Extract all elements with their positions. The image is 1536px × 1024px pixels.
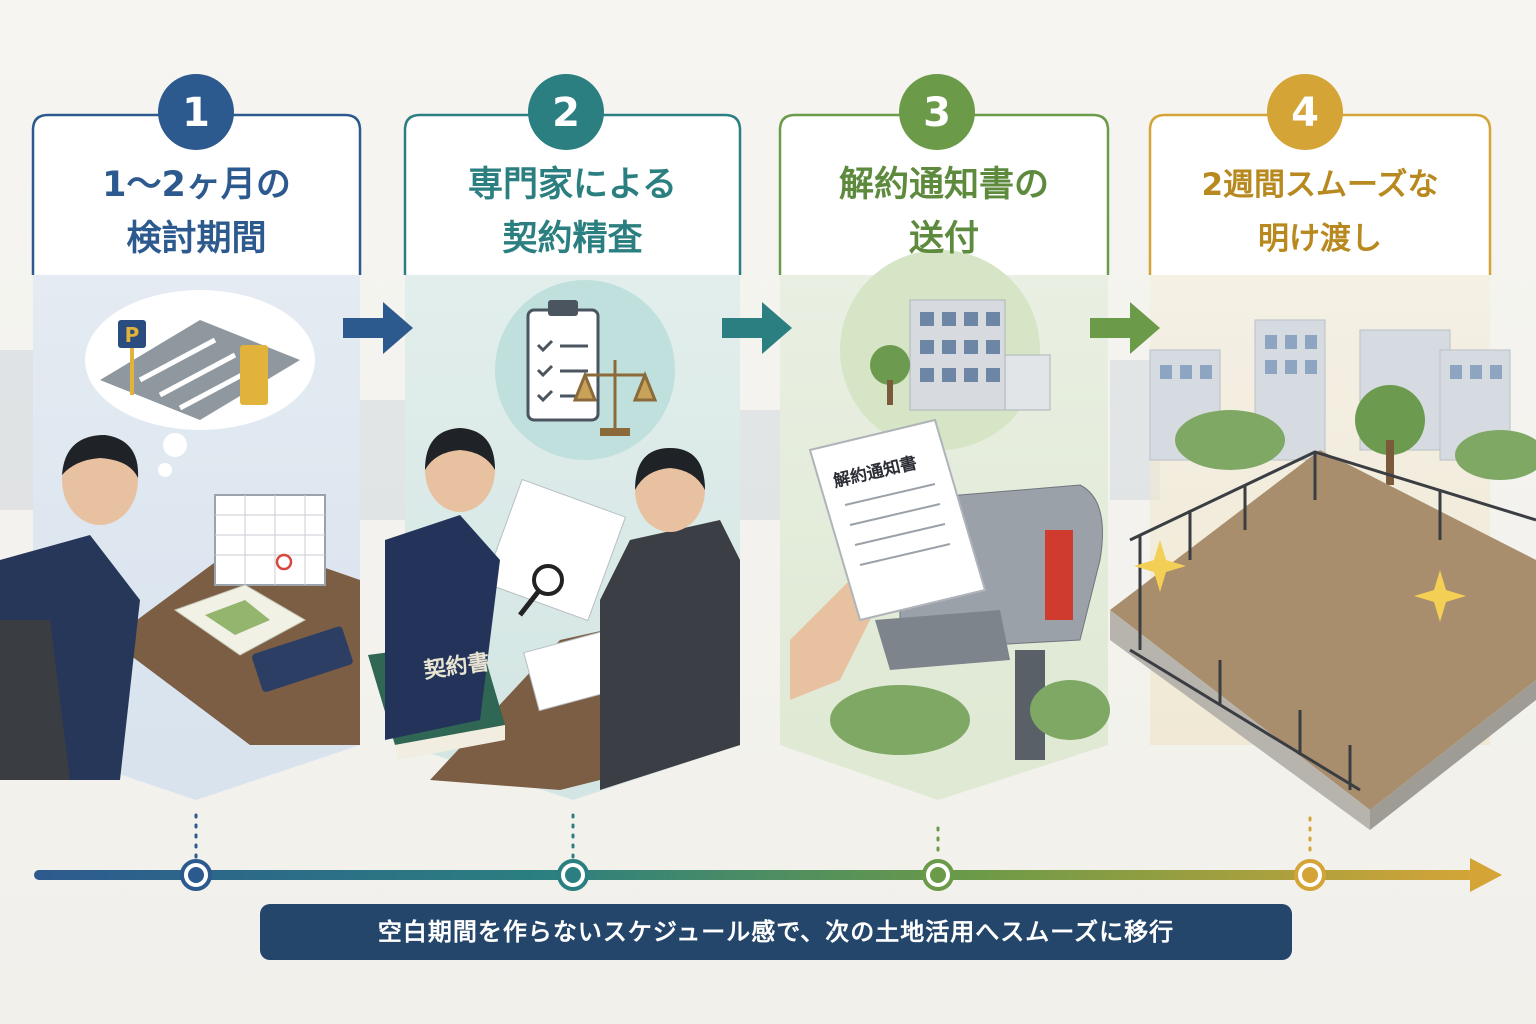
step-1-panel [0, 113, 362, 800]
step-arrows [343, 302, 1160, 354]
step-2-number: 2 [552, 90, 580, 136]
step-3-number: 3 [923, 90, 951, 136]
step-3-title-line2: 送付 [908, 219, 979, 259]
step-2-title: 専門家による 契約精査 [405, 158, 740, 266]
step-4-title: 2週間スムーズな 明け渡し [1150, 158, 1490, 266]
step-1-title-line1: 1〜2ヶ月の [102, 165, 291, 205]
parking-sign-text: P [125, 323, 140, 347]
footer-message-banner: 空白期間を作らないスケジュール感で、次の土地活用へスムーズに移行 [260, 904, 1292, 960]
number-badges [158, 74, 1343, 150]
step-4-title-line2: 明け渡し [1258, 221, 1382, 257]
step-2-title-line2: 契約精査 [502, 219, 643, 259]
step-1-number: 1 [182, 90, 210, 136]
step-2-title-line1: 専門家による [468, 165, 677, 205]
step-3-title: 解約通知書の 送付 [780, 158, 1108, 266]
timeline [34, 813, 1502, 892]
step-1-title-line2: 検討期間 [126, 219, 267, 259]
step-3-title-line1: 解約通知書の [838, 165, 1049, 205]
step-4-panel [1110, 113, 1536, 830]
step-2-panel [368, 113, 742, 800]
step-4-number: 4 [1291, 90, 1319, 136]
step-3-panel [778, 113, 1110, 800]
step-4-title-line1: 2週間スムーズな [1201, 167, 1439, 203]
step-1-title: 1〜2ヶ月の 検討期間 [33, 158, 360, 266]
